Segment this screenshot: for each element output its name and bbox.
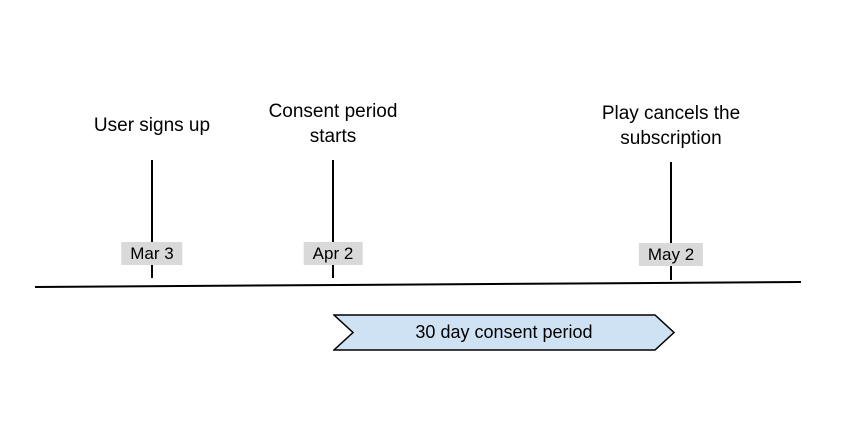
date-badge-may-2: May 2 bbox=[638, 243, 704, 266]
event-tick-mar-3 bbox=[151, 160, 153, 278]
consent-period-banner-label: 30 day consent period bbox=[415, 322, 593, 342]
date-badge-mar-3: Mar 3 bbox=[121, 242, 183, 265]
event-tick-apr-2 bbox=[332, 160, 334, 278]
timeline-axis-line bbox=[35, 281, 802, 288]
event-title-play-cancels-subscription: Play cancels the subscription bbox=[601, 103, 741, 149]
date-badge-apr-2: Apr 2 bbox=[303, 242, 363, 265]
event-tick-may-2 bbox=[670, 162, 672, 280]
event-title-consent-period-starts: Consent period starts bbox=[268, 101, 398, 147]
consent-period-banner: 30 day consent period bbox=[333, 314, 675, 351]
ribbon-arrow-shape bbox=[333, 314, 675, 351]
event-title-user-signs-up: User signs up bbox=[93, 115, 211, 136]
